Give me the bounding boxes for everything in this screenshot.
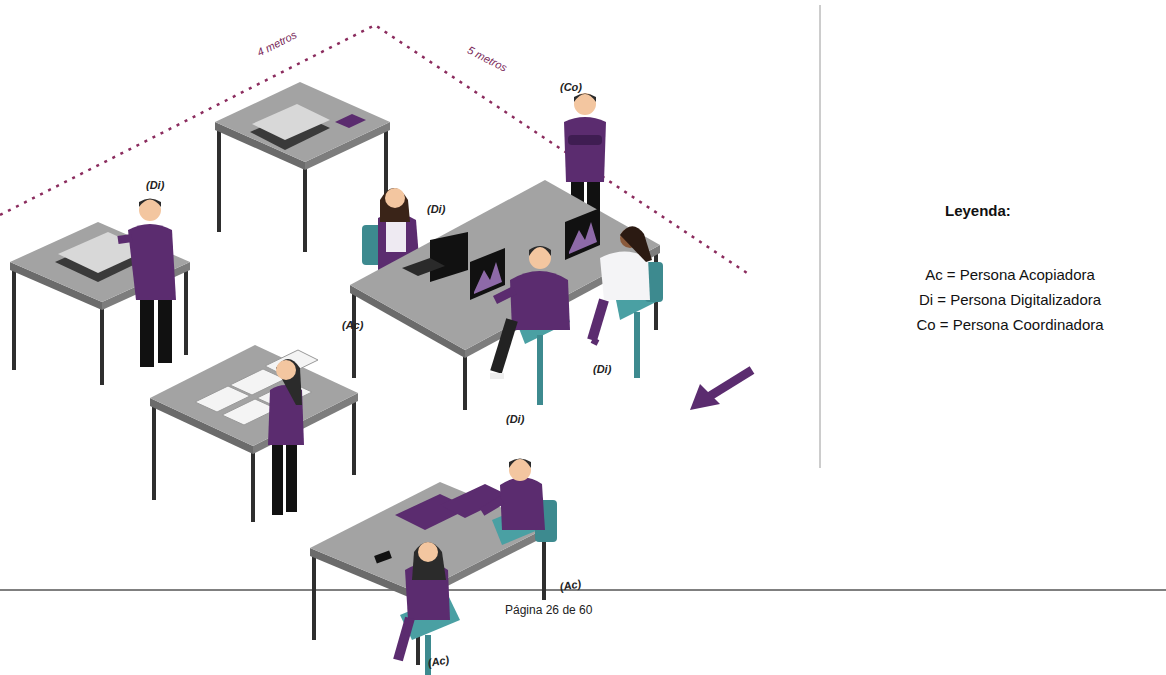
dimension-label: 4 metros (256, 29, 299, 58)
person-leg (286, 440, 297, 512)
keyboard (402, 258, 445, 276)
person-hair (620, 226, 652, 262)
person-head (139, 199, 161, 221)
screen-graph (474, 262, 502, 294)
table-top (10, 222, 190, 302)
legend-entry: Di = Persona Digitalizadora (860, 287, 1160, 312)
role-tag: (Ac) (427, 654, 450, 669)
role-tag: (Ac) (342, 320, 363, 331)
chair-post (537, 335, 543, 405)
scanner-lid (252, 104, 330, 140)
table-top (215, 82, 390, 162)
person-hair (380, 188, 410, 222)
chair-post (634, 312, 640, 378)
person-arm (495, 290, 515, 300)
person-leg (592, 300, 604, 340)
person-shoe (592, 340, 598, 343)
table-leg (152, 404, 156, 500)
dimension-label: 5 metros (466, 45, 509, 74)
table-leg (352, 400, 356, 475)
direction-arrow-shaft (710, 370, 752, 396)
person-leg (140, 295, 154, 367)
table-leg (217, 128, 221, 232)
legend-entry: Co = Persona Coordinadora (860, 312, 1160, 337)
role-tag: (Ac) (559, 578, 582, 593)
folder (440, 484, 510, 518)
person-arms (568, 135, 602, 145)
table-leg (542, 533, 546, 600)
chair-post (425, 635, 431, 675)
person-body (500, 477, 545, 530)
person-head (418, 542, 438, 562)
table-leg (312, 554, 316, 640)
person-head (385, 188, 405, 208)
person-arm (118, 238, 132, 240)
person-body (564, 117, 606, 182)
role-tag: (Co) (560, 82, 582, 93)
person-leg (272, 440, 283, 515)
book (335, 114, 366, 128)
person-hair (412, 542, 446, 580)
person-arm (482, 500, 502, 512)
person-head (509, 459, 531, 481)
direction-arrow-head (690, 384, 720, 410)
role-tag: (Di) (427, 204, 445, 215)
person-body (128, 224, 176, 300)
legend: Ac = Persona Acopiadora Di = Persona Digi… (860, 262, 1160, 337)
person-shoe (490, 373, 504, 379)
person-head (276, 360, 296, 380)
person-hair (574, 94, 596, 103)
table-leg (352, 292, 356, 378)
monitor (430, 232, 468, 282)
person-hair (276, 359, 302, 405)
person-leg (496, 320, 512, 372)
legend-text: Di = Persona Digitalizadora (919, 291, 1101, 308)
phone (374, 551, 392, 564)
table-leg (463, 356, 467, 410)
legend-text: Co = Persona Coordinadora (916, 316, 1103, 333)
person-body (510, 271, 570, 330)
table-leg (12, 268, 16, 370)
table-top (150, 345, 358, 446)
person-hair (509, 459, 531, 469)
role-tag: (Di) (506, 414, 524, 425)
role-tag: (Di) (146, 180, 164, 191)
person-hair (139, 199, 161, 208)
table-leg (251, 452, 255, 522)
footer-rule (0, 590, 1166, 591)
legend-entry: Ac = Persona Acopiadora (860, 262, 1160, 287)
role-tag: (Di) (593, 364, 611, 375)
table-leg (303, 168, 307, 252)
person-hair (529, 246, 551, 256)
person-body (600, 252, 650, 301)
table-leg (184, 268, 188, 355)
legend-heading: Leyenda: (945, 203, 1011, 218)
person-head (574, 93, 596, 115)
person-shirt (386, 222, 406, 252)
person-leg (398, 618, 410, 660)
dimension-line (0, 25, 750, 275)
person-leg (158, 295, 172, 363)
legend-text: Ac = Persona Acopiadora (925, 266, 1095, 283)
monitor (565, 208, 600, 260)
screen-graph (569, 222, 597, 254)
monitor (470, 248, 505, 300)
separator-line (820, 5, 821, 468)
person-head (529, 247, 551, 269)
table-leg (100, 308, 104, 385)
page-number: Página 26 de 60 (505, 604, 592, 616)
